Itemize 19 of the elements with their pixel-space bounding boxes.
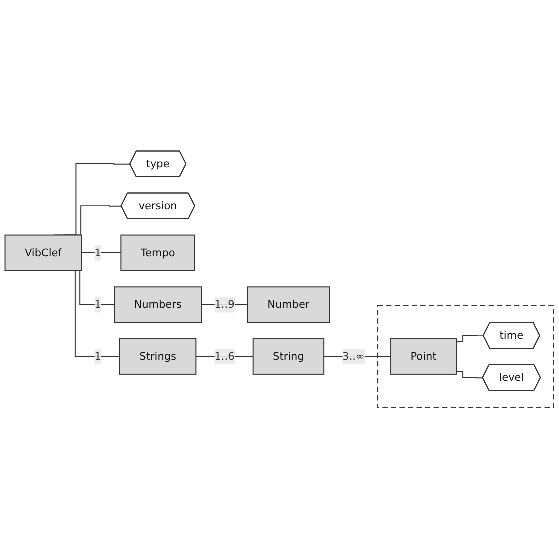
node-box: Tempo <box>120 235 196 272</box>
node-box: String <box>252 339 325 376</box>
connector <box>196 356 254 358</box>
connector <box>456 336 484 343</box>
edge-label: 1 <box>94 298 102 312</box>
edge-label: 3..∞ <box>342 350 365 364</box>
connector <box>324 356 392 358</box>
node-box: Number <box>247 287 330 324</box>
edge-label: 1..6 <box>214 350 235 364</box>
node-box: Strings <box>119 339 197 376</box>
connector <box>81 253 122 254</box>
node-box: VibClef <box>4 235 82 272</box>
edge-label: 1 <box>94 246 102 260</box>
node-box: Point <box>390 339 457 376</box>
cluster <box>377 306 554 409</box>
connector <box>456 372 484 380</box>
node-box: Numbers <box>114 287 202 324</box>
edge-label: 1 <box>94 350 102 364</box>
edge-label: 1..9 <box>214 298 235 312</box>
